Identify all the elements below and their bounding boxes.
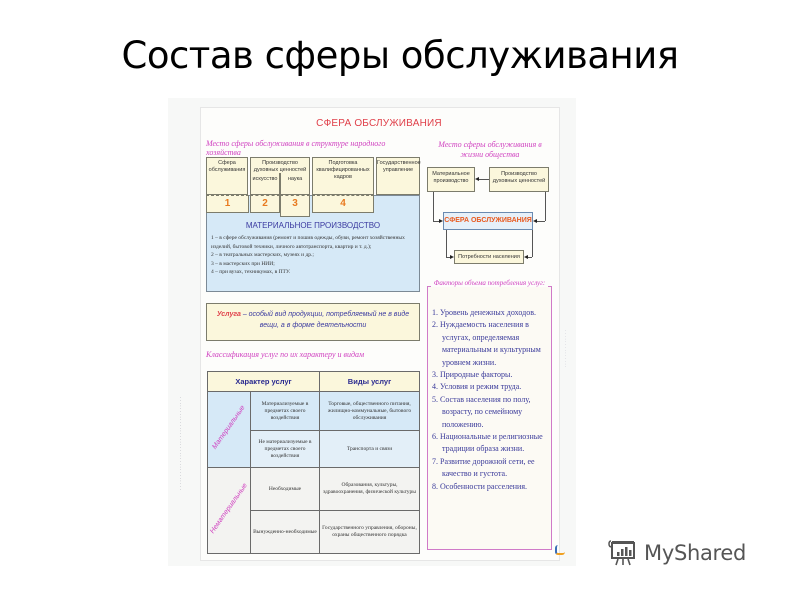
connector-line <box>433 221 440 222</box>
myshared-brand-text: MyShared <box>644 541 747 565</box>
classification-subtitle: Классификация услуг по их характеру и ви… <box>206 350 365 359</box>
arrow-left-icon <box>475 177 479 181</box>
number-4: 4 <box>312 195 374 213</box>
classification-table: Характер услуг Виды услуг Материальные М… <box>207 371 420 554</box>
table-row: Вынужденно-необходимые Государственного … <box>208 510 420 554</box>
number-3: 3 <box>280 195 310 217</box>
arrow-right-icon <box>439 219 443 223</box>
factors-panel <box>427 286 552 550</box>
table-row: Нематериальные Необходимые Образования, … <box>207 467 420 554</box>
service-sphere-center-box: СФЕРА ОБСЛУЖИВАНИЯ <box>443 212 533 230</box>
connector-line <box>532 230 533 257</box>
table-row: Не материализуемые в предметах своего во… <box>208 430 420 468</box>
cell-character: Материализуемые в предметах своего возде… <box>250 391 320 431</box>
poster-right-credits: . . . . . . . . . . . . . . <box>563 330 569 368</box>
myshared-logo[interactable]: MyShared <box>608 535 746 571</box>
cell-kinds: Государственного управления, обороны, ох… <box>319 510 420 554</box>
connector-line <box>446 257 451 258</box>
poster-title: СФЕРА ОБСЛУЖИВАНИЯ <box>316 118 442 129</box>
factors-list: 1. Уровень денежных доходов. 2. Нуждаемо… <box>432 307 550 493</box>
factor-item: 4. Условия и режим труда. <box>432 382 522 392</box>
presentation-board-icon <box>608 540 635 566</box>
corner-logo-icon <box>555 545 565 555</box>
factor-item: 8. Особенности расселения. <box>432 481 528 491</box>
header-character: Характер услуг <box>207 371 320 392</box>
connector-line <box>545 192 546 221</box>
cell-kinds: Транспорта и связи <box>319 430 420 468</box>
connector-line <box>478 179 489 180</box>
group-material-label: Материальные <box>211 403 247 451</box>
slide-title: Состав сферы обслуживания <box>121 34 679 77</box>
service-keyword: Услуга <box>216 311 241 318</box>
factor-item: 7. Развитие дорожной сети, ее качество и… <box>432 456 535 479</box>
box-science: наука <box>280 173 310 195</box>
connector-line <box>527 257 532 258</box>
structure-subtitle: Место сферы обслуживания в структуре нар… <box>206 139 386 157</box>
box-spiritual-values: Производство духовных ценностей <box>489 167 549 192</box>
cell-character: Не материализуемые в предметах своего во… <box>250 430 320 468</box>
box-art: искусство <box>250 173 280 195</box>
group-nonmaterial: Нематериальные <box>207 467 251 554</box>
cell-character: Необходимые <box>250 467 320 511</box>
material-production-title: МАТЕРИАЛЬНОЕ ПРОИЗВОДСТВО <box>245 221 381 230</box>
number-2: 2 <box>250 195 280 213</box>
cell-kinds: Образования, культуры, здравоохранения, … <box>319 467 420 511</box>
service-definition-box: Услуга – особый вид продукции, потребляе… <box>206 303 420 341</box>
mp-line-4: 4 – при вузах, техникумах, в ПТУ. <box>211 269 291 275</box>
box-service-sphere: Сфера обслуживания <box>206 157 248 195</box>
mp-line-2: 2 – в театральных мастерских, музеях и д… <box>211 252 314 258</box>
arrow-right-icon <box>450 255 454 259</box>
service-definition-text: – особый вид продукции, потребляемый не … <box>240 311 410 329</box>
group-nonmaterial-label: Нематериальные <box>209 481 249 535</box>
factor-item: 5. Состав населения по полу, возрасту, п… <box>432 394 531 429</box>
box-spiritual-production: Производство духовных ценностей <box>250 157 310 174</box>
box-material-production: Материальное производство <box>427 167 475 192</box>
box-state-management: Государственное управление <box>376 157 421 195</box>
connector-line <box>446 230 447 257</box>
cell-kinds: Торговые, общественного питания, жилищно… <box>319 391 420 431</box>
connector-line <box>537 221 545 222</box>
factors-title: Факторы объема потребления услуг: <box>430 279 549 288</box>
header-kinds: Виды услуг <box>319 371 420 392</box>
factors-title-text: Факторы объема потребления услуг: <box>430 279 549 287</box>
mp-line-1: 1 – в сфере обслуживания (ремонт и пошив… <box>211 235 405 250</box>
poster-side-credits: . . . . . . . . . . . . . . . . . . . . … <box>177 396 183 490</box>
number-1: 1 <box>206 195 249 213</box>
cell-character: Вынужденно-необходимые <box>250 510 320 554</box>
connector-line <box>433 192 434 221</box>
factor-item: 6. Национальные и религиозные традиции о… <box>432 432 543 454</box>
population-needs-box: Потребности населения <box>454 250 524 264</box>
box-personnel-training: Подготовка квалифицированных кадров <box>312 157 374 195</box>
factor-item: 1. Уровень денежных доходов. <box>432 308 536 317</box>
arrow-left-icon <box>524 255 528 259</box>
structure-boxes: Сфера обслуживания Производство духовных… <box>206 157 421 197</box>
mp-line-3: 3 – в мастерских при НИИ; <box>211 260 275 267</box>
arrow-left-icon <box>533 219 537 223</box>
factor-item: 2. Нуждаемость населения в услугах, опре… <box>432 320 541 367</box>
material-production-lines: 1 – в сфере обслуживания (ремонт и пошив… <box>211 234 417 277</box>
factor-item: 3. Природные факторы. <box>432 370 513 380</box>
society-subtitle: Место сферы обслуживания в жизни обществ… <box>438 140 542 159</box>
table-row: Материальные Материализуемые в предметах… <box>207 391 420 468</box>
group-material: Материальные <box>207 391 251 468</box>
